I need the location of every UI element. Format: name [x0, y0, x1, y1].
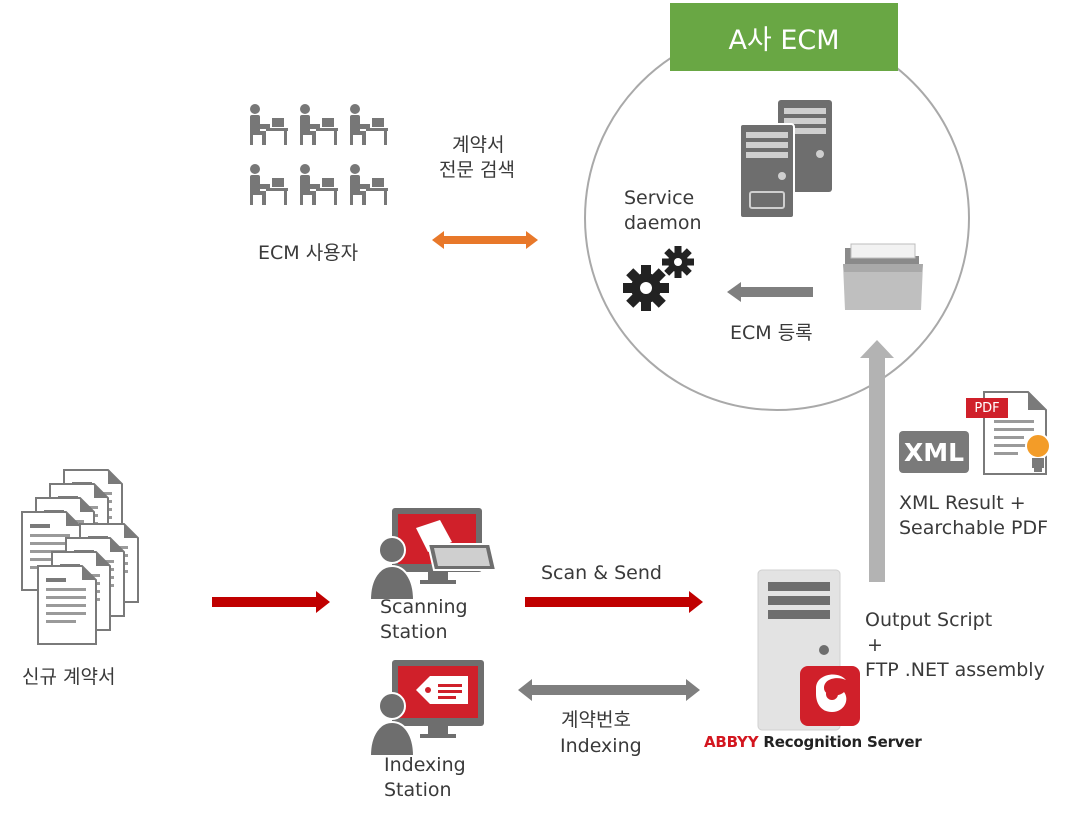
- output-plus-label: +: [867, 634, 883, 656]
- service-daemon-label-1: Service: [624, 187, 695, 209]
- ecm-users-label: ECM 사용자: [258, 242, 359, 264]
- output-script-label: Output Script: [865, 609, 993, 631]
- indexing-flow-label-1: 계약번호: [561, 709, 631, 731]
- abbyy-brand: ABBYY: [704, 733, 759, 751]
- ecm-users-icon: [250, 104, 388, 205]
- result-label-2: Searchable PDF: [899, 517, 1049, 539]
- gears-icon: [623, 246, 694, 311]
- ftp-assembly-label: FTP .NET assembly: [865, 659, 1045, 681]
- contracts-to-scanning-arrow: [212, 591, 330, 613]
- ecm-title: A사 ECM: [728, 24, 840, 56]
- xml-badge: XML: [899, 431, 969, 473]
- result-upload-arrow: [860, 340, 894, 582]
- pdf-badge: PDF: [966, 398, 1008, 418]
- ecm-title-banner: A사 ECM: [670, 3, 898, 71]
- ecm-register-arrow: [727, 282, 813, 302]
- pdf-badge-text: PDF: [974, 400, 1000, 416]
- result-label-1: XML Result +: [899, 492, 1026, 514]
- scanning-station-label-2: Station: [380, 621, 448, 643]
- ecm-server-icon: [739, 100, 832, 219]
- indexing-station-label-2: Station: [384, 779, 452, 801]
- scan-send-arrow: [525, 591, 703, 613]
- search-bidirectional-arrow: [432, 231, 538, 249]
- indexing-flow-label-2: Indexing: [560, 735, 642, 757]
- scanning-station-label-1: Scanning: [380, 596, 468, 618]
- contract-documents-icon: [21, 469, 139, 645]
- folder-icon: [843, 243, 923, 310]
- scanning-station-icon: [368, 508, 498, 601]
- service-daemon-label-2: daemon: [624, 212, 702, 234]
- ecm-register-label: ECM 등록: [730, 322, 813, 344]
- abbyy-product: Recognition Server: [763, 733, 922, 751]
- indexing-station-icon: [368, 660, 484, 757]
- xml-badge-text: XML: [903, 437, 965, 467]
- search-label-1: 계약서: [452, 134, 505, 156]
- abbyy-logo-text: ABBYY Recognition Server: [704, 733, 922, 751]
- indexing-station-label-1: Indexing: [384, 754, 466, 776]
- recognition-server-icon: [757, 569, 860, 731]
- searchable-pdf-icon: [966, 391, 1051, 475]
- indexing-bidirectional-arrow: [518, 679, 700, 701]
- search-label-2: 전문 검색: [439, 159, 515, 181]
- scan-send-label: Scan & Send: [541, 562, 662, 584]
- new-contracts-label: 신규 계약서: [22, 666, 116, 688]
